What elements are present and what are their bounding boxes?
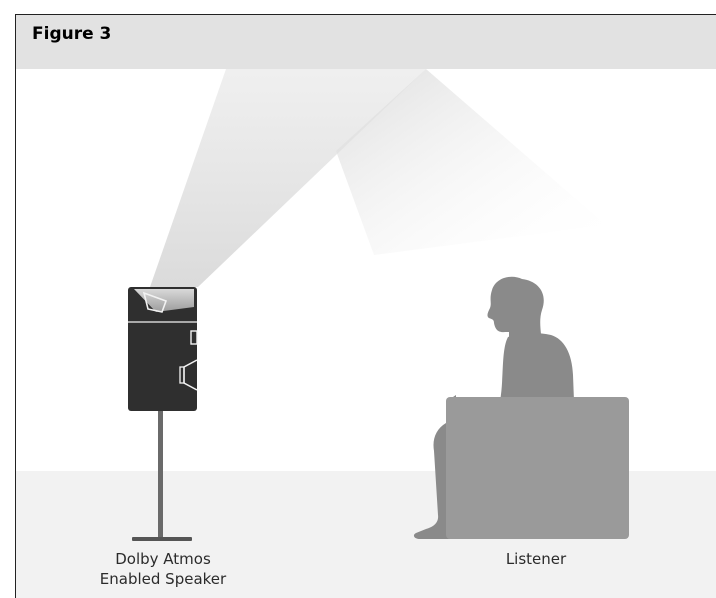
speaker: [128, 287, 198, 411]
scene-diagram: [128, 69, 629, 541]
speaker-stand-pole: [158, 411, 163, 539]
figure-title: Figure 3: [32, 24, 112, 44]
upfiring-beam: [150, 69, 426, 287]
listener-caption: Listener: [505, 550, 567, 568]
speaker-caption-line2: Enabled Speaker: [99, 570, 227, 588]
speaker-caption-line1: Dolby Atmos: [115, 550, 211, 568]
figure-frame: Figure 3: [15, 14, 716, 598]
upfiring-driver-icon: [142, 291, 168, 313]
reflected-beam: [336, 69, 606, 255]
chair: [446, 397, 629, 539]
speaker-stand-base: [132, 537, 192, 541]
speaker-tweeter-icon: [190, 330, 198, 345]
speaker-caption: Dolby Atmos Enabled Speaker: [88, 549, 238, 589]
figure-header: Figure 3: [16, 15, 716, 69]
